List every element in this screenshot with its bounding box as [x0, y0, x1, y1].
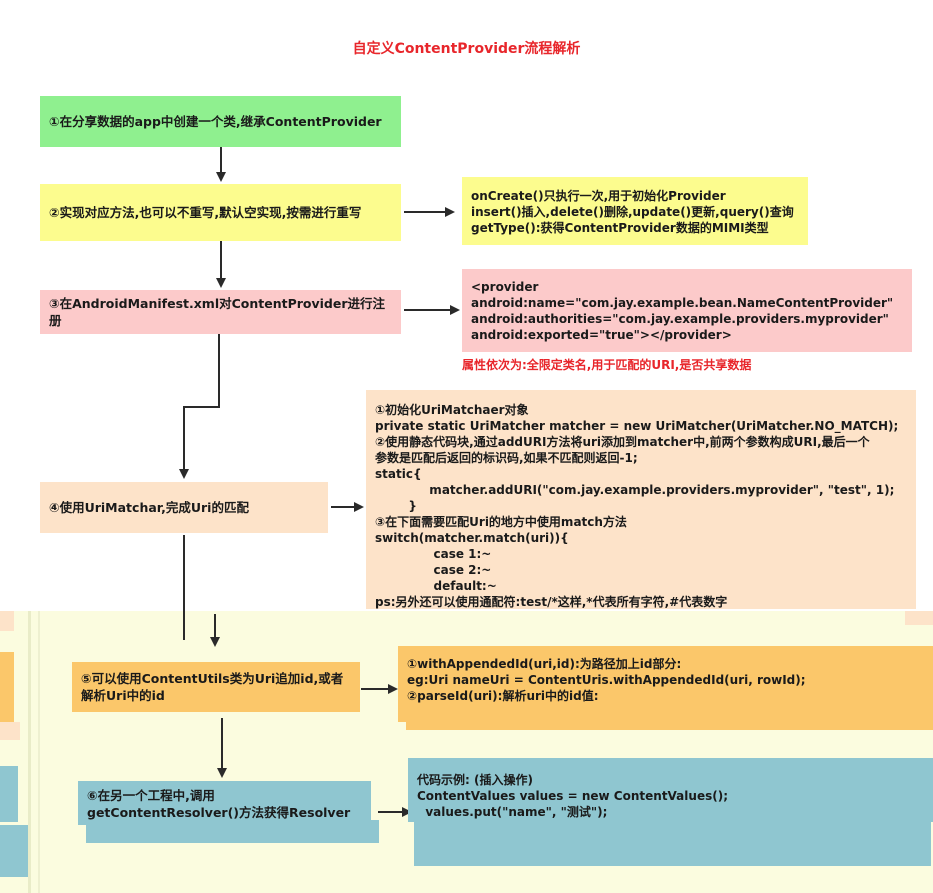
diagram-title: 自定义ContentProvider流程解析 — [352, 41, 581, 57]
step-1-label: ①在分享数据的app中创建一个类,继承ContentProvider — [49, 114, 382, 129]
step-1-box: ①在分享数据的app中创建一个类,继承ContentProvider — [40, 96, 401, 147]
step-2-box: ②实现对应方法,也可以不重写,默认空实现,按需进行重写 — [40, 184, 401, 241]
step-2-label: ②实现对应方法,也可以不重写,默认空实现,按需进行重写 — [49, 205, 362, 220]
step-3-label: ③在AndroidManifest.xml对ContentProvider进行注… — [49, 296, 386, 328]
step-4-label: ④使用UriMatchar,完成Uri的匹配 — [49, 500, 249, 515]
contenturis-note: ①withAppendedId(uri,id):为路径加上id部分: eg:Ur… — [398, 646, 933, 722]
step-4-box: ④使用UriMatchar,完成Uri的匹配 — [40, 482, 328, 533]
manifest-note: <provider android:name="com.jay.example.… — [462, 269, 912, 352]
resolver-note: 代码示例: (插入操作) ContentValues values = new … — [408, 758, 933, 822]
step-6-label: ⑥在另一个工程中,调用getContentResolver()方法获得Resol… — [87, 788, 351, 825]
step-5-label: ⑤可以使用ContentUtils类为Uri追加id,或者解析Uri中的id — [81, 671, 344, 703]
step-6-box: ⑥在另一个工程中,调用getContentResolver()方法获得Resol… — [78, 781, 371, 825]
methods-note: onCreate()只执行一次,用于初始化Provider insert()插入… — [462, 177, 808, 245]
urimatcher-note: ①初始化UriMatchaer对象 private static UriMatc… — [366, 390, 916, 609]
step-3-box: ③在AndroidManifest.xml对ContentProvider进行注… — [40, 290, 401, 334]
arrow-step3-step4 — [179, 334, 220, 479]
manifest-caption: 属性依次为:全限定类名,用于匹配的URI,是否共享数据 — [462, 358, 752, 372]
step-5-box: ⑤可以使用ContentUtils类为Uri追加id,或者解析Uri中的id — [72, 662, 360, 712]
